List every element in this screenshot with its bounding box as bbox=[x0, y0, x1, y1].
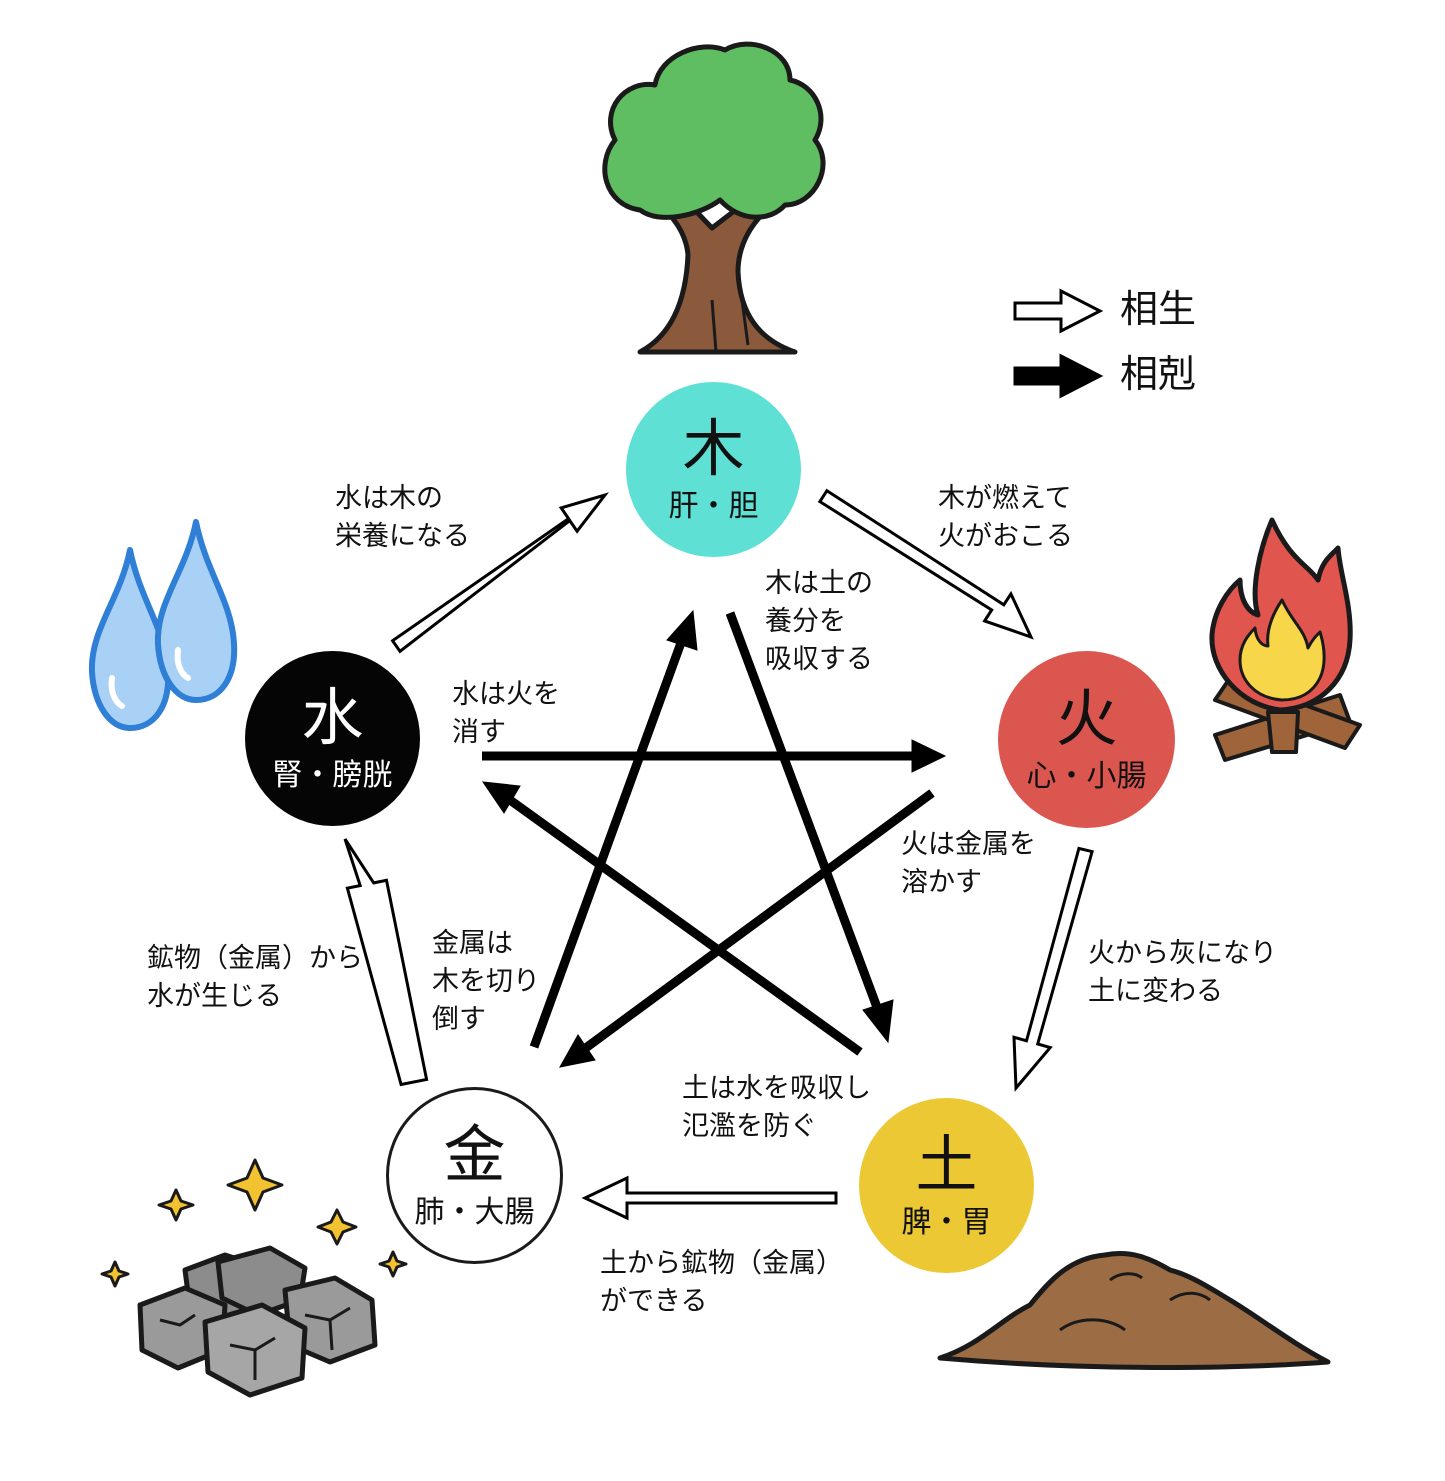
overcoming-arrows bbox=[481, 609, 947, 1068]
element-fire: 火 心・小腸 bbox=[998, 651, 1175, 828]
soil-pile-icon bbox=[937, 1250, 1331, 1370]
note-line: 土から鉱物（金属） bbox=[600, 1248, 843, 1279]
note-water-over-fire: 水は火を 消す bbox=[452, 676, 560, 752]
arrow-earth-to-metal bbox=[581, 1175, 838, 1221]
note-wood-over-earth: 木は土の 養分を 吸収する bbox=[765, 565, 873, 679]
element-organs: 脾・胃 bbox=[901, 1204, 992, 1240]
element-symbol: 火 bbox=[1055, 681, 1118, 755]
note-line: 倒す bbox=[432, 1004, 486, 1035]
arrow-wood-over-earth bbox=[862, 999, 894, 1044]
arrow-earth-over-water bbox=[481, 781, 521, 814]
element-organs: 腎・膀胱 bbox=[272, 757, 393, 793]
note-line: ができる bbox=[600, 1286, 708, 1317]
note-line: 木は土の bbox=[765, 568, 873, 599]
sparkle-icon bbox=[316, 1208, 358, 1246]
arrow-metal-over-wood bbox=[666, 609, 698, 651]
note-line: 火は金属を bbox=[901, 829, 1036, 860]
element-organs: 心・小腸 bbox=[1026, 758, 1147, 794]
element-organs: 肝・胆 bbox=[668, 488, 759, 524]
water-drops-icon bbox=[88, 519, 238, 731]
note-fire-over-metal: 火は金属を 溶かす bbox=[901, 826, 1036, 902]
note-line: 火がおこる bbox=[938, 521, 1073, 552]
legend-generate-arrow bbox=[1013, 288, 1104, 334]
arrow-metal-to-water bbox=[343, 838, 429, 1087]
note-earth-over-water: 土は水を吸収し 氾濫を防ぐ bbox=[682, 1070, 871, 1146]
note-earth-to-metal: 土から鉱物（金属） ができる bbox=[600, 1245, 843, 1321]
note-line: 木が燃えて bbox=[938, 483, 1072, 514]
note-metal-to-water: 鉱物（金属）から 水が生じる bbox=[147, 940, 363, 1016]
element-symbol: 水 bbox=[301, 680, 364, 754]
note-line: 鉱物（金属）から bbox=[147, 943, 363, 974]
note-line: 消す bbox=[452, 717, 506, 748]
note-line: 土は水を吸収し bbox=[682, 1073, 871, 1104]
legend-overcome-arrow bbox=[1013, 353, 1104, 399]
element-symbol: 金 bbox=[443, 1117, 506, 1191]
note-line: 吸収する bbox=[765, 644, 873, 675]
legend-generate-label: 相生 bbox=[1120, 287, 1197, 331]
note-line: 火から灰になり bbox=[1088, 938, 1277, 969]
tree-icon bbox=[602, 41, 826, 355]
note-line: 水は木の bbox=[335, 483, 443, 514]
campfire-icon bbox=[1209, 517, 1362, 762]
sparkle-icon bbox=[378, 1250, 408, 1278]
note-line: 木を切り bbox=[432, 966, 540, 997]
note-line: 氾濫を防ぐ bbox=[682, 1111, 817, 1142]
element-water: 水 腎・膀胱 bbox=[245, 651, 420, 826]
note-line: 土に変わる bbox=[1088, 976, 1223, 1007]
arrow-water-over-fire bbox=[911, 739, 947, 773]
note-line: 金属は bbox=[432, 928, 513, 959]
arrow-fire-to-earth bbox=[1012, 846, 1094, 1092]
element-metal: 金 肺・大腸 bbox=[386, 1087, 563, 1264]
note-fire-to-earth: 火から灰になり 土に変わる bbox=[1088, 935, 1277, 1011]
ore-rocks-icon bbox=[137, 1245, 378, 1398]
note-water-to-wood: 水は木の 栄養になる bbox=[335, 480, 470, 556]
note-line: 水が生じる bbox=[147, 981, 282, 1012]
arrow-fire-over-metal bbox=[559, 1034, 596, 1068]
note-line: 栄養になる bbox=[335, 521, 470, 552]
element-symbol: 木 bbox=[682, 411, 745, 485]
legend-arrows bbox=[1013, 288, 1104, 399]
arrow-water-to-wood bbox=[390, 492, 610, 654]
generating-arrows bbox=[343, 488, 1094, 1221]
note-line: 溶かす bbox=[901, 867, 982, 898]
element-symbol: 土 bbox=[915, 1127, 978, 1201]
sparkle-icon bbox=[226, 1158, 284, 1212]
arrow-wood-to-fire bbox=[817, 488, 1034, 640]
element-wood: 木 肝・胆 bbox=[626, 382, 801, 557]
legend-overcome-label: 相剋 bbox=[1120, 352, 1197, 396]
note-line: 水は火を bbox=[452, 679, 560, 710]
sparkle-icon bbox=[157, 1188, 195, 1222]
sparkle-icons bbox=[100, 1158, 408, 1288]
element-earth: 土 脾・胃 bbox=[859, 1098, 1034, 1273]
note-wood-to-fire: 木が燃えて 火がおこる bbox=[938, 480, 1073, 556]
element-organs: 肺・大腸 bbox=[414, 1194, 535, 1230]
note-line: 養分を bbox=[765, 606, 846, 637]
sparkle-icon bbox=[100, 1260, 130, 1288]
note-metal-over-wood: 金属は 木を切り 倒す bbox=[432, 925, 540, 1039]
